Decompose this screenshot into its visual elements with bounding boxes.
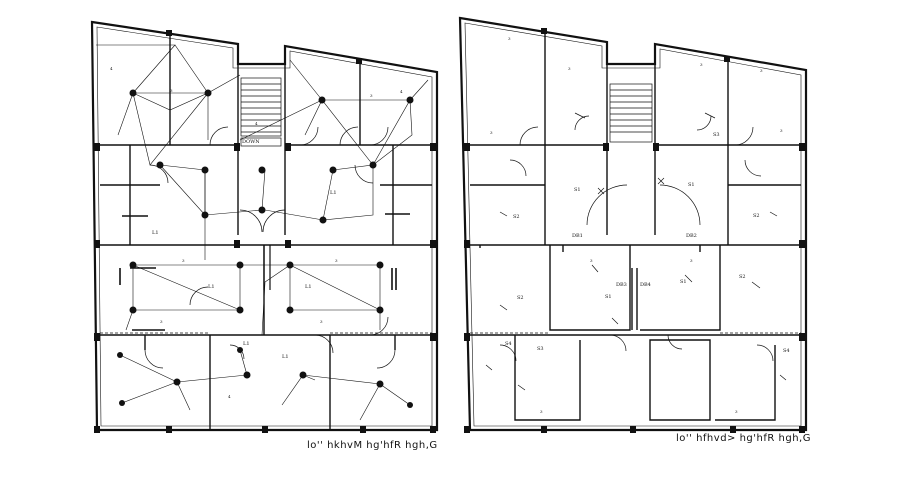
power-plan-labels: S1 S1 S1 S1 S2 S2 S2 S2 S3 S3 S4 S4 DB1 … [490, 36, 790, 414]
column [94, 30, 436, 433]
circuit-number: 3 [540, 409, 543, 414]
outer-wall [458, 16, 808, 432]
power-plan-caption: lo'' hfhvd> hg'hfR hgh,G [676, 433, 811, 444]
socket-label: S4 [783, 348, 790, 354]
circuit-number: 3 [170, 88, 173, 93]
socket-label: S2 [513, 214, 520, 220]
interior-wall [470, 30, 806, 421]
socket-label: S2 [753, 213, 760, 219]
fixture [119, 213, 410, 331]
circuit-number: 3 [568, 66, 571, 71]
lighting-plan [90, 20, 439, 433]
switch-number: 4 [228, 394, 231, 399]
light-label: L1 [305, 284, 312, 290]
circuit-number: 3 [590, 258, 593, 263]
interior-wall [100, 34, 436, 430]
outer-wall [90, 20, 439, 432]
circuit-number: 3 [320, 319, 323, 324]
fixture [479, 245, 807, 330]
circuit-number: 3 [780, 128, 783, 133]
door [144, 126, 396, 369]
socket-label: S3 [537, 346, 544, 352]
db-label: DB4 [640, 282, 651, 288]
stair-label: DOWN [242, 139, 260, 145]
staircase [609, 83, 653, 143]
circuit-number: 3 [735, 409, 738, 414]
db-label: DB1 [572, 233, 583, 239]
socket-symbol [485, 112, 787, 391]
circuit-number: 3 [490, 130, 493, 135]
switch-number: 4 [400, 89, 403, 94]
wiring [96, 44, 429, 421]
socket-label: S2 [739, 274, 746, 280]
circuit-number: 3 [335, 258, 338, 263]
circuit-number: 3 [370, 93, 373, 98]
door [499, 115, 774, 362]
db-label: DB2 [686, 233, 697, 239]
light-label: L1 [152, 230, 159, 236]
socket-label: S4 [505, 341, 512, 347]
light-label: L1 [330, 190, 337, 196]
circuit-number: 3 [508, 36, 511, 41]
circuit-number: 3 [160, 319, 163, 324]
power-plan [458, 16, 808, 433]
circuit-number: 3 [760, 68, 763, 73]
light-label: L1 [243, 341, 250, 347]
light-label: L1 [282, 354, 289, 360]
socket-label: S1 [605, 294, 612, 300]
staircase [240, 77, 282, 147]
socket-label: S1 [688, 182, 695, 188]
column [464, 28, 805, 433]
light-label: L1 [208, 284, 215, 290]
circuit-number: 3 [182, 258, 185, 263]
circuit-number: 3 [700, 62, 703, 67]
socket-label: S3 [713, 132, 720, 138]
circuit-number: 3 [690, 258, 693, 263]
socket-label: S1 [680, 279, 687, 285]
db-label: DB3 [616, 282, 627, 288]
socket-label: S2 [517, 295, 524, 301]
light-fixture [117, 89, 414, 408]
socket-label: S1 [574, 187, 581, 193]
switch-number: 4 [255, 121, 258, 126]
lighting-plan-labels: DOWN L1 L1 L1 L1 L1 L1 3 3 3 3 3 3 4 4 4… [110, 66, 403, 399]
lighting-plan-caption: lo'' hkhvM hg'hfR hgh,G [307, 440, 438, 451]
switch-number: 4 [110, 66, 113, 71]
